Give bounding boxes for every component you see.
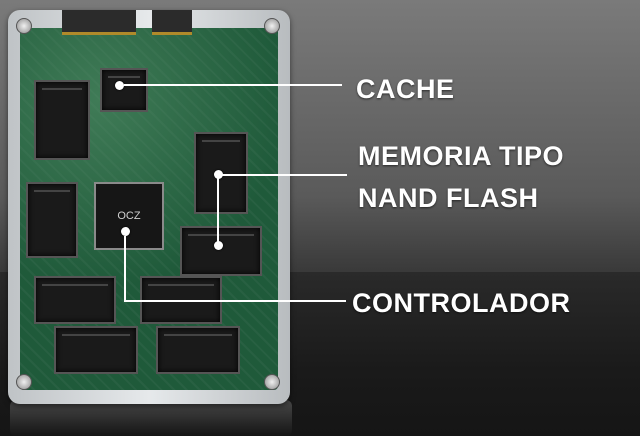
memory-chip bbox=[54, 326, 138, 374]
screw-bottom-right bbox=[264, 374, 280, 390]
label-memory-line1: MEMORIA TIPO bbox=[358, 141, 564, 171]
label-memory-line2: NAND FLASH bbox=[358, 183, 539, 213]
cache-pointer-dot bbox=[115, 81, 124, 90]
memory-chip bbox=[156, 326, 240, 374]
controller-pointer-dot bbox=[121, 227, 130, 236]
cache-chip bbox=[100, 68, 148, 112]
controller-pointer-connector bbox=[124, 236, 126, 302]
memory-chip bbox=[34, 80, 90, 160]
chip-brand-logo: OCZ bbox=[117, 210, 141, 222]
memory-pointer-connector bbox=[217, 174, 219, 246]
memory-chip bbox=[34, 276, 116, 324]
label-cache: CACHE bbox=[356, 74, 455, 104]
label-controller: CONTROLADOR bbox=[352, 288, 571, 318]
screw-top-left bbox=[16, 18, 32, 34]
memory-chip bbox=[180, 226, 262, 276]
screw-top-right bbox=[264, 18, 280, 34]
memory-pointer-line bbox=[219, 174, 347, 176]
controller-pointer-line bbox=[126, 300, 346, 302]
screw-bottom-left bbox=[16, 374, 32, 390]
ssd-reflection bbox=[10, 400, 292, 436]
memory-chip bbox=[26, 182, 78, 258]
controller-chip: OCZ bbox=[94, 182, 164, 250]
sata-data-connector bbox=[62, 10, 136, 35]
cache-pointer-line bbox=[124, 84, 342, 86]
sata-power-connector bbox=[152, 10, 192, 35]
